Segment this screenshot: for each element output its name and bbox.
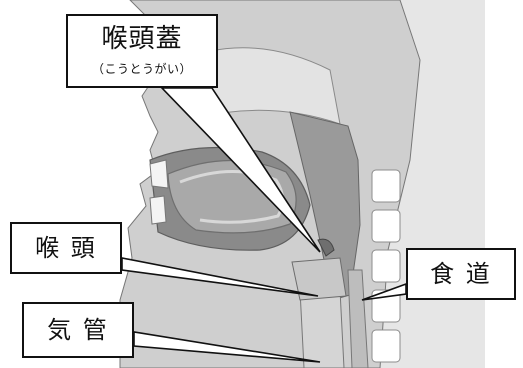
vertebrae	[371, 169, 401, 363]
pointer-trachea	[133, 331, 321, 363]
esophagus-name: 食 道	[430, 260, 492, 288]
trachea-tube	[299, 289, 345, 368]
vertebra	[371, 169, 401, 203]
larynx-name: 喉 頭	[35, 234, 97, 262]
vertebra	[371, 329, 401, 363]
epiglottis-flap	[317, 238, 335, 257]
esophagus-tube	[347, 269, 369, 368]
larynx-cartilage	[291, 257, 347, 301]
epiglottis-reading: （こうとうがい）	[91, 61, 192, 76]
pointer-larynx	[121, 257, 319, 297]
callout-pointers	[121, 87, 407, 363]
esophagus-label: 食 道	[406, 248, 516, 300]
pointer-epiglottis	[160, 87, 321, 253]
trachea-label: 気 管	[22, 302, 134, 358]
vertebra	[371, 209, 401, 243]
trachea-name: 気 管	[47, 316, 109, 344]
lower-teeth	[149, 195, 167, 225]
epiglottis-label: 喉頭蓋 （こうとうがい）	[66, 14, 218, 88]
larynx-label: 喉 頭	[10, 222, 122, 274]
vertebra	[371, 249, 401, 283]
upper-teeth	[149, 159, 169, 189]
epiglottis-name: 喉頭蓋	[101, 23, 183, 54]
